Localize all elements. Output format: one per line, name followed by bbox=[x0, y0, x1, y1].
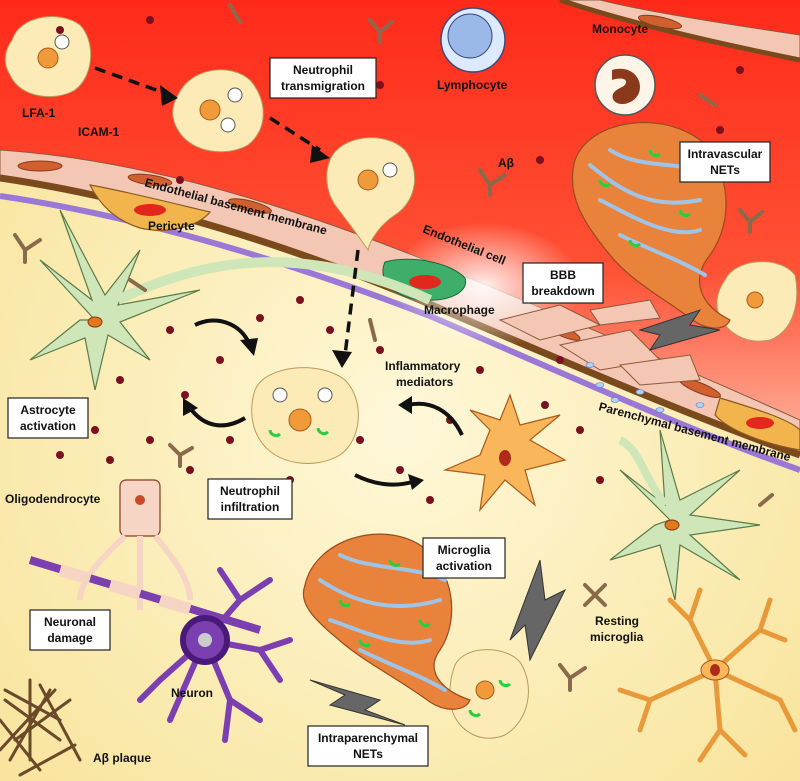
svg-text:Microglia: Microglia bbox=[438, 543, 491, 557]
oligodendrocyte-label: Oligodendrocyte bbox=[5, 492, 101, 506]
svg-text:Astrocyte: Astrocyte bbox=[20, 403, 76, 417]
svg-text:infiltration: infiltration bbox=[221, 500, 280, 514]
inflammatory-mediators-label-2: mediators bbox=[396, 375, 454, 389]
resting-microglia-label-2: microglia bbox=[590, 630, 644, 644]
leaked-plasma-droplets bbox=[585, 362, 705, 413]
pericyte-nucleus bbox=[134, 204, 166, 216]
lymphocyte-cell bbox=[440, 7, 506, 73]
macrophage-label: Macrophage bbox=[424, 303, 495, 317]
transmigration-arrows bbox=[94, 66, 360, 356]
monocyte-cell bbox=[594, 54, 656, 116]
lymphocyte-label: Lymphocyte bbox=[437, 78, 508, 92]
svg-text:Neuronal: Neuronal bbox=[44, 615, 96, 629]
box-intravascular-nets: Intravascular NETs bbox=[679, 141, 771, 183]
box-neutrophil-transmigration: Neutrophil transmigration bbox=[269, 57, 377, 99]
svg-text:activation: activation bbox=[20, 419, 76, 433]
pericyte-nucleus-right bbox=[746, 417, 774, 429]
bbb-breakdown-fragments bbox=[498, 299, 701, 386]
cycle-arrow-heads bbox=[183, 338, 424, 490]
neutrophil-adhering bbox=[172, 69, 264, 153]
inflammatory-mediators-label-1: Inflammatory bbox=[385, 359, 461, 373]
svg-text:damage: damage bbox=[47, 631, 93, 645]
macrophage-nucleus bbox=[409, 275, 441, 289]
svg-text:Neutrophil: Neutrophil bbox=[293, 63, 353, 77]
svg-text:activation: activation bbox=[436, 559, 492, 573]
box-microglia-activation: Microglia activation bbox=[422, 537, 506, 579]
svg-text:transmigration: transmigration bbox=[281, 79, 365, 93]
svg-text:BBB: BBB bbox=[550, 268, 576, 282]
svg-text:breakdown: breakdown bbox=[531, 284, 594, 298]
microglia-activated bbox=[442, 393, 567, 513]
monocyte-label: Monocyte bbox=[592, 22, 648, 36]
neutrophil-intravascular-right bbox=[716, 261, 798, 342]
arrow-heads bbox=[160, 85, 352, 368]
svg-text:NETs: NETs bbox=[710, 163, 740, 177]
neutrophil-infiltrated bbox=[251, 367, 359, 464]
box-bbb-breakdown: BBB breakdown bbox=[522, 262, 604, 304]
pericyte-label: Pericyte bbox=[148, 219, 195, 233]
upper-vessel-basement bbox=[559, 0, 800, 63]
damage-lightning bbox=[309, 309, 721, 726]
astrocyte-lower bbox=[609, 429, 761, 601]
box-neutrophil-infiltration: Neutrophil infiltration bbox=[207, 478, 293, 520]
lfa1-label: LFA-1 bbox=[22, 106, 56, 120]
box-intraparenchymal-nets: Intraparenchymal NETs bbox=[307, 725, 429, 767]
svg-text:Neutrophil: Neutrophil bbox=[220, 484, 280, 498]
neutrophil-rolling bbox=[4, 16, 92, 98]
astrocyte-upper bbox=[29, 209, 433, 391]
cycle-arrows bbox=[188, 318, 464, 487]
svg-text:Intravascular: Intravascular bbox=[688, 147, 763, 161]
neuron-cell bbox=[137, 567, 293, 743]
abeta-plaque bbox=[0, 678, 82, 777]
oligodendrocyte-cell bbox=[28, 479, 262, 634]
svg-text:Intraparenchymal: Intraparenchymal bbox=[318, 731, 418, 745]
neutrophil-transmigrating bbox=[326, 137, 416, 252]
abeta-label: Aβ bbox=[498, 156, 514, 170]
resting-microglia-label-1: Resting bbox=[595, 614, 639, 628]
icam1-label: ICAM-1 bbox=[78, 125, 120, 139]
microglia-resting bbox=[617, 587, 798, 763]
neuron-label: Neuron bbox=[171, 686, 213, 700]
abeta-plaque-label: Aβ plaque bbox=[93, 751, 151, 765]
box-astrocyte-activation: Astrocyte activation bbox=[7, 397, 89, 439]
abeta-fragments bbox=[13, 3, 774, 692]
box-neuronal-damage: Neuronal damage bbox=[29, 609, 111, 651]
neutrophil-parenchymal-lower bbox=[449, 649, 529, 739]
svg-text:NETs: NETs bbox=[353, 747, 383, 761]
breakdown-glow bbox=[330, 210, 610, 390]
